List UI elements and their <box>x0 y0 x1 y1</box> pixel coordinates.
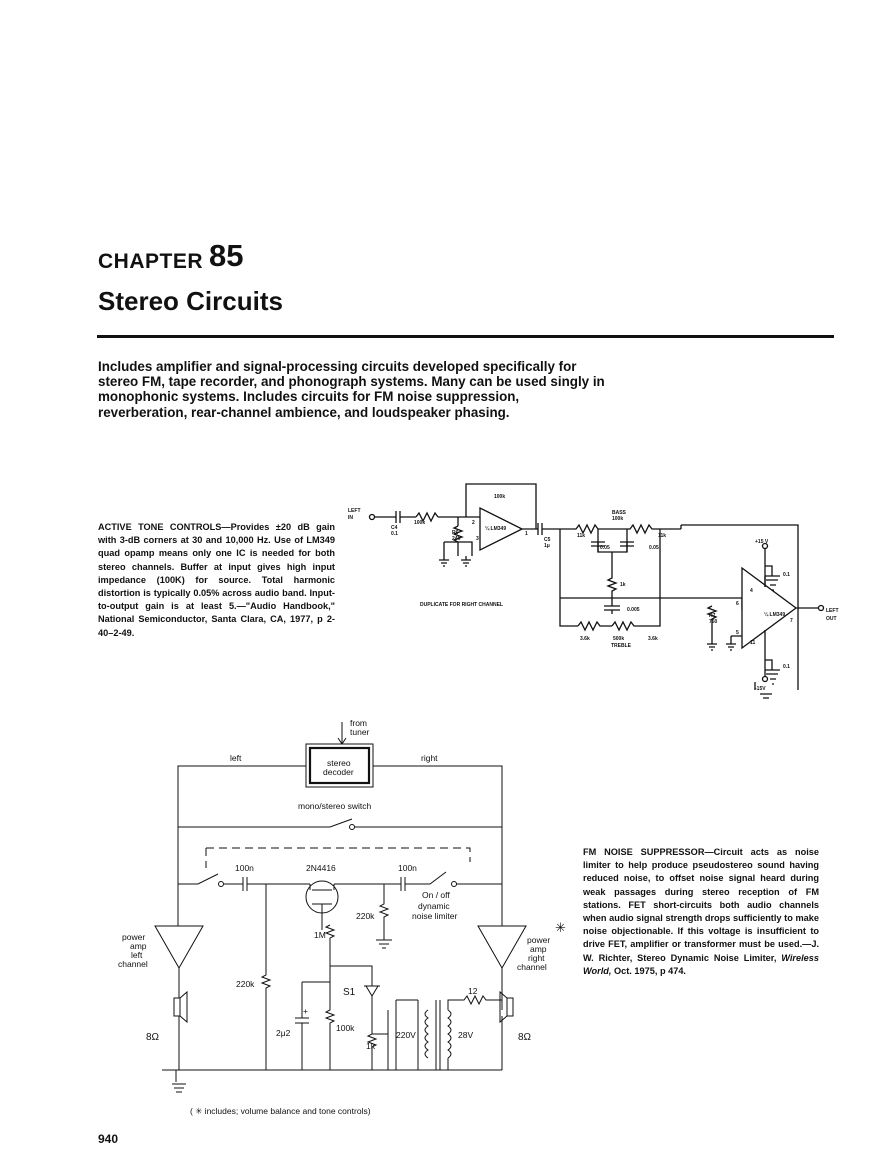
amp-right-label-2: amp <box>530 944 547 954</box>
left-in-label: LEFT <box>348 508 361 514</box>
chapter-title: Stereo Circuits <box>98 286 283 316</box>
opamp1-label: ¼ LM349 <box>485 525 506 532</box>
treble-r1: 3.6k <box>580 636 590 642</box>
pin-1: 1 <box>525 531 528 537</box>
noise-suppressor-citation: Wireless World, <box>583 952 819 976</box>
r100k-label: 100k <box>336 1023 355 1033</box>
r6-value: 24k <box>452 536 461 542</box>
from-tuner-label: from <box>350 718 367 728</box>
amp-left-label-3: left <box>131 950 143 960</box>
noise-suppressor-heading: FM NOISE SUPPRESSOR <box>583 847 705 857</box>
r1k-label: 1k <box>366 1041 376 1051</box>
r220k-b-label: 220k <box>356 911 375 921</box>
left-out-label: LEFT <box>826 608 839 614</box>
chapter-label: CHAPTER <box>98 250 204 273</box>
from-tuner-label-2: tuner <box>350 727 370 737</box>
pin-7: 7 <box>790 618 793 624</box>
c2u2-label: 2μ2 <box>276 1028 291 1038</box>
r1k-value: 1k <box>620 582 626 588</box>
c4-label: C4 <box>391 525 398 531</box>
right-label: right <box>421 753 438 763</box>
r11k-a-value: 11k <box>577 533 585 539</box>
mono-switch-label: mono/stereo switch <box>298 801 371 811</box>
r1m-label: 1M <box>314 930 326 940</box>
footnote: ( ✳ includes; volume balance and tone co… <box>190 1106 371 1116</box>
r11k-b-value: 11k <box>658 533 666 539</box>
pin-5: 5 <box>736 630 739 636</box>
vplus-label: +15 V <box>755 539 769 545</box>
bass-label: BASS <box>612 510 627 516</box>
rfb-value: 100k <box>494 494 505 500</box>
amp-left-label-2: amp <box>130 941 147 951</box>
rin-value: 100k <box>414 520 425 526</box>
decoder-label-2: decoder <box>323 767 354 777</box>
decoder-label: stereo <box>327 758 351 768</box>
r6-label: R6 <box>452 530 459 536</box>
c5-value: 1μ <box>544 543 550 549</box>
tone-control-schematic: LEFT IN C4 0.1 100k R6 24k 100k ¼ LM349 … <box>348 483 839 699</box>
treble-r2: 3.6k <box>648 636 658 642</box>
c01-a-value: 0.1 <box>783 572 790 578</box>
r220k-a-label: 220k <box>236 979 255 989</box>
c5-label: C5 <box>544 537 551 543</box>
onoff-label-3: noise limiter <box>412 911 458 921</box>
opamp2-label: ¼ LM349 <box>764 611 785 618</box>
bass-value: 100k <box>612 516 623 522</box>
left-label: left <box>230 753 242 763</box>
r12-label: 12 <box>468 986 478 996</box>
v28-label: 28V <box>458 1030 473 1040</box>
left-in-label-2: IN <box>348 515 353 521</box>
amp-right-label-3: right <box>528 953 545 963</box>
c005-a-value: 0.05 <box>600 545 610 551</box>
noise-suppressor-text: —Circuit acts as noise limiter to help p… <box>583 847 820 963</box>
star-icon: ✳ <box>555 920 566 935</box>
noise-suppressor-citation-end: Oct. 1975, p 474. <box>611 965 686 976</box>
pin-6: 6 <box>736 601 739 607</box>
pin-11: 11 <box>750 640 756 646</box>
v220-label: 220V <box>396 1030 416 1040</box>
treble-pot: 500k <box>613 636 624 642</box>
diode-label: S1 <box>343 987 356 998</box>
amp-left-label-4: channel <box>118 959 148 969</box>
onoff-label: On / off <box>422 890 450 900</box>
pin-3: 3 <box>476 536 479 542</box>
spk-left-label: 8Ω <box>146 1032 160 1043</box>
left-out-label-2: OUT <box>826 616 837 622</box>
noise-suppressor-schematic: from tuner stereo decoder left right mon… <box>118 718 566 1116</box>
amp-right-label-4: channel <box>517 962 547 972</box>
fet-label: 2N4416 <box>306 863 336 873</box>
c01-b-value: 0.1 <box>783 664 790 670</box>
noise-suppressor-description: FM NOISE SUPPRESSOR—Circuit acts as nois… <box>583 846 819 978</box>
r7-value: 750 <box>709 619 718 625</box>
chapter-number: 85 <box>209 238 244 273</box>
c0005-value: 0.005 <box>627 607 640 613</box>
c100n-a-label: 100n <box>235 863 254 873</box>
duplicate-note: DUPLICATE FOR RIGHT CHANNEL <box>420 602 503 608</box>
c100n-b-label: 100n <box>398 863 417 873</box>
treble-label: TREBLE <box>611 643 632 649</box>
amp-left-label: power <box>122 932 145 942</box>
c4-value: 0.1 <box>391 531 398 537</box>
amp-right-label: power <box>527 935 550 945</box>
vminus-label: -15V <box>755 686 766 692</box>
tone-controls-text: —Provides ±20 dB gain with 3-dB corners … <box>98 522 335 638</box>
onoff-label-2: dynamic <box>418 901 450 911</box>
pin-2: 2 <box>472 520 475 526</box>
page-number: 940 <box>98 1132 119 1146</box>
spk-right-label: 8Ω <box>518 1032 532 1043</box>
plus-label: + <box>303 1006 308 1016</box>
tone-controls-description: ACTIVE TONE CONTROLS—Provides ±20 dB gai… <box>98 521 335 640</box>
r7-label: R7 <box>709 613 716 619</box>
title-rule <box>97 335 834 338</box>
tone-controls-heading: ACTIVE TONE CONTROLS <box>98 522 222 532</box>
pin-4: 4 <box>750 588 753 594</box>
chapter-intro: Includes amplifier and signal-processing… <box>98 359 605 420</box>
c005-b-value: 0.05 <box>649 545 659 551</box>
